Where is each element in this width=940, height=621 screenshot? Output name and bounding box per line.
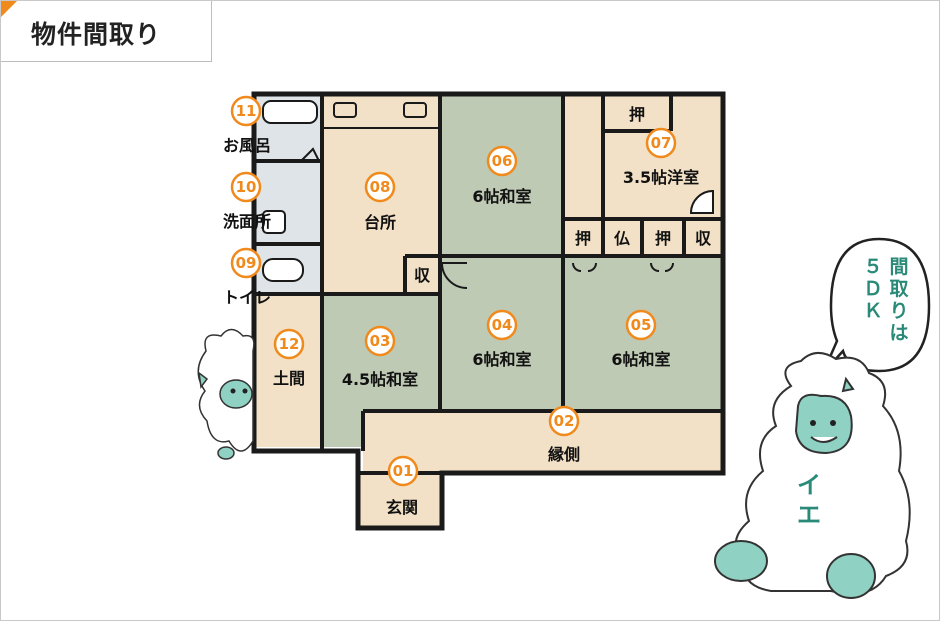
room-08-number: 08 xyxy=(370,178,391,196)
room-02-number: 02 xyxy=(554,412,575,430)
room-10-number: 10 xyxy=(236,178,257,196)
room-labels: お風呂 洗面所 トイレ 土間 台所 4.5帖和室 6帖和室 6帖和室 6帖和室 … xyxy=(223,136,699,517)
bubble-char-7: Ｋ xyxy=(863,300,882,322)
oshiire-left-label: 押 xyxy=(575,229,591,248)
small-yeti-illustration xyxy=(197,328,255,460)
wash-basin xyxy=(262,210,286,234)
bath-door-mark xyxy=(300,147,320,162)
closet-door-1 xyxy=(572,262,597,272)
fixtures xyxy=(262,100,714,289)
bubble-char-6: Ｄ xyxy=(863,278,882,300)
bubble-char-2: 取 xyxy=(889,278,908,300)
room-01-number: 01 xyxy=(393,462,414,480)
stove-right xyxy=(403,102,427,118)
bubble-char-1: 間 xyxy=(889,256,908,278)
title-tab: 物件間取り xyxy=(1,1,212,62)
storage-labels: 押 押 仏 押 収 収 xyxy=(414,105,712,285)
room-09-number: 09 xyxy=(236,254,257,272)
room-number-markers: 11 10 09 12 08 03 06 04 05 07 02 01 xyxy=(230,95,677,487)
room-05-label: 6帖和室 xyxy=(611,350,670,369)
bubble-char-5: ５ xyxy=(863,256,882,278)
room-12-number: 12 xyxy=(279,335,300,353)
room-07-number: 07 xyxy=(651,134,672,152)
room-07-label: 3.5帖洋室 xyxy=(623,168,699,187)
toilet xyxy=(262,258,304,282)
bubble-char-4: は xyxy=(889,322,908,344)
room-06-label: 6帖和室 xyxy=(472,187,531,206)
butsuma-label: 仏 xyxy=(614,229,630,248)
room-09-label: トイレ xyxy=(223,288,271,307)
door-swing-2 xyxy=(689,189,714,214)
page-title: 物件間取り xyxy=(31,20,162,49)
room-04-number: 04 xyxy=(492,316,513,334)
storage-mid-label: 収 xyxy=(414,266,431,285)
speech-bubble: 間 取 り は ５ Ｄ Ｋ xyxy=(821,237,931,374)
room-11-number: 11 xyxy=(236,102,257,120)
stove-left xyxy=(333,102,357,118)
room-06-number: 06 xyxy=(492,152,513,170)
closet-door-2 xyxy=(650,262,674,272)
room-05-number: 05 xyxy=(631,316,652,334)
storage-right-label: 収 xyxy=(695,229,712,248)
mascot-text-2: エ xyxy=(797,501,821,529)
oshiire-top-label: 押 xyxy=(629,105,645,124)
door-swing-1 xyxy=(441,262,468,289)
room-02-label: 縁側 xyxy=(548,445,580,464)
room-03-number: 03 xyxy=(370,332,391,350)
room-11-label: お風呂 xyxy=(223,136,271,155)
bubble-char-3: り xyxy=(889,300,908,322)
room-12-label: 土間 xyxy=(273,369,305,388)
mascot-text-1: イ xyxy=(797,471,821,499)
yeti-mascot-illustration: イ エ xyxy=(714,352,911,599)
walls xyxy=(251,91,726,531)
room-04-label: 6帖和室 xyxy=(472,350,531,369)
interior-walls xyxy=(254,94,723,475)
room-08-label: 台所 xyxy=(364,213,396,232)
room-03-label: 4.5帖和室 xyxy=(342,370,418,389)
room-01-label: 玄関 xyxy=(386,498,418,517)
title-corner-mark xyxy=(1,1,17,17)
bathtub xyxy=(262,100,318,124)
room-10-label: 洗面所 xyxy=(223,212,271,231)
oshiire-right-label: 押 xyxy=(655,229,671,248)
